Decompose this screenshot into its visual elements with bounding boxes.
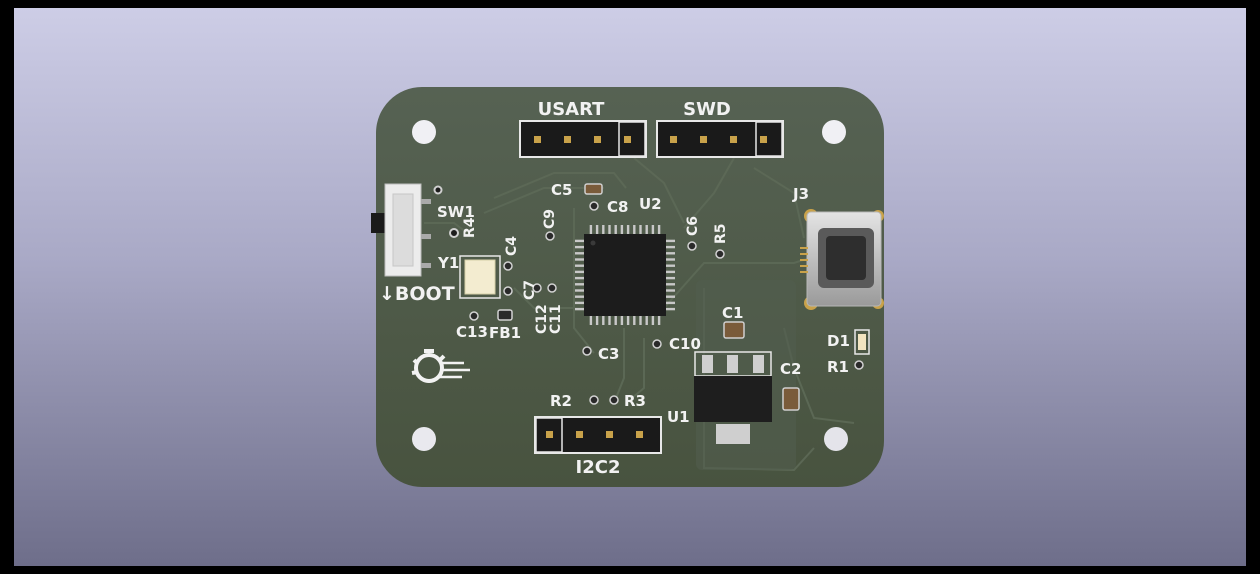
led-d1 [854,329,870,355]
ref-c10: C10 [669,335,701,353]
small-passives [469,201,864,405]
c2-part [782,387,800,411]
ref-c6: C6 [685,216,701,236]
sw1-pin [433,185,443,195]
ref-c4: C4 [504,236,520,256]
ref-u1: U1 [667,408,690,426]
boot-label: ↓BOOT [379,283,455,305]
crystal-y1 [459,255,501,299]
ref-j3: J3 [792,185,809,203]
ref-c7: C7 [522,280,538,300]
ref-c9: C9 [542,209,558,229]
ground-pour [696,280,796,470]
swd-label: SWD [683,99,731,120]
ref-c3: C3 [598,345,619,363]
ref-r2: R2 [550,392,572,410]
ref-c2: C2 [780,360,801,378]
regulator-u1 [694,351,772,444]
led-d1-body [858,334,866,350]
c5-part [584,183,603,195]
boot-switch [371,183,431,277]
ref-r3: R3 [624,392,646,410]
ref-sw1: SW1 [437,203,475,221]
usart-header [519,120,647,158]
mounting-hole-bl [412,427,436,451]
usb-connector-j3 [800,209,884,310]
i2c2-label: I2C2 [576,457,621,478]
i2c2-header [534,416,662,454]
ref-r1: R1 [827,358,849,376]
mcu-u2 [575,225,675,325]
3d-viewer-canvas[interactable]: USART SWD I2C2 SW1 R4 ↓BOOT Y1 [14,8,1246,566]
ref-c5: C5 [551,181,572,199]
ref-c11: C11 [548,304,564,334]
ref-c8: C8 [607,198,628,216]
swd-header [656,120,784,158]
ref-fb1: FB1 [489,324,521,342]
gear-logo-icon [411,349,470,383]
ref-c13: C13 [456,323,488,341]
ref-u2: U2 [639,195,662,213]
ref-r4: R4 [462,217,478,238]
mounting-hole-br [824,427,848,451]
mounting-hole-tl [412,120,436,144]
mounting-hole-tr [822,120,846,144]
ref-y1: Y1 [437,254,459,272]
r4-part [449,228,459,238]
usart-label: USART [538,99,606,120]
pcb-render: USART SWD I2C2 SW1 R4 ↓BOOT Y1 [371,87,884,487]
ref-r5: R5 [713,223,729,244]
ref-c12: C12 [534,304,550,334]
ref-d1: D1 [827,332,850,350]
ref-c1: C1 [722,304,743,322]
c1-part [723,321,745,339]
